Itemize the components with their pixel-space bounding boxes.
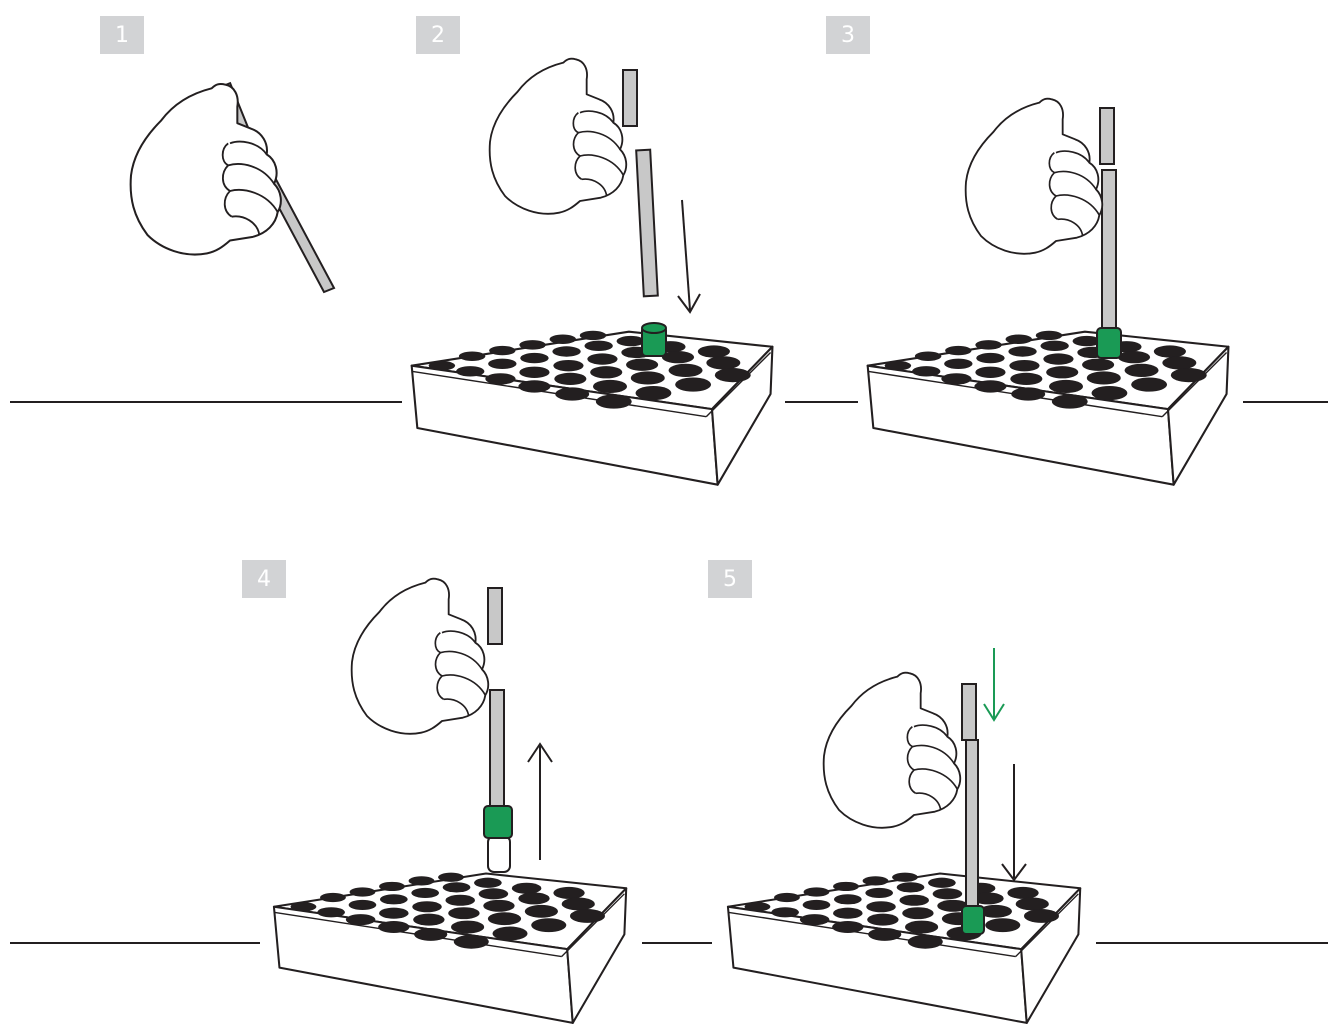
tool-rod: [1102, 170, 1116, 340]
step-4-illustration: [352, 579, 552, 872]
tool-rod: [636, 150, 658, 297]
step-1-illustration: [131, 83, 334, 292]
hand-icon: [490, 59, 627, 214]
hand-icon: [131, 84, 281, 255]
step-badge-4: 4: [242, 560, 286, 598]
hand-icon: [352, 579, 489, 734]
tool-handle: [623, 70, 637, 126]
step-badge-5: 5: [708, 560, 752, 598]
hand-icon: [966, 99, 1103, 254]
arrow-down: [682, 200, 690, 310]
green-cap: [484, 806, 512, 838]
green-cap: [962, 906, 984, 934]
tube-rack-step-2: [412, 331, 773, 485]
step-2-illustration: [490, 59, 700, 356]
step-badge-2: 2: [416, 16, 460, 54]
step-3-illustration: [966, 99, 1121, 358]
tube-rack-step-3: [868, 331, 1229, 485]
tube-rack-step-5: [728, 873, 1080, 1023]
step-badge-3: 3: [826, 16, 870, 54]
tool-rod: [966, 740, 978, 910]
step-badge-1: 1: [100, 16, 144, 54]
tube: [488, 836, 510, 872]
hand-icon: [824, 673, 961, 828]
green-cap: [1097, 328, 1121, 358]
tool-handle: [488, 588, 502, 644]
tool-rod: [490, 690, 504, 810]
tube-rack-step-4: [274, 873, 626, 1023]
tool-handle: [962, 684, 976, 740]
tool-handle: [1100, 108, 1114, 164]
